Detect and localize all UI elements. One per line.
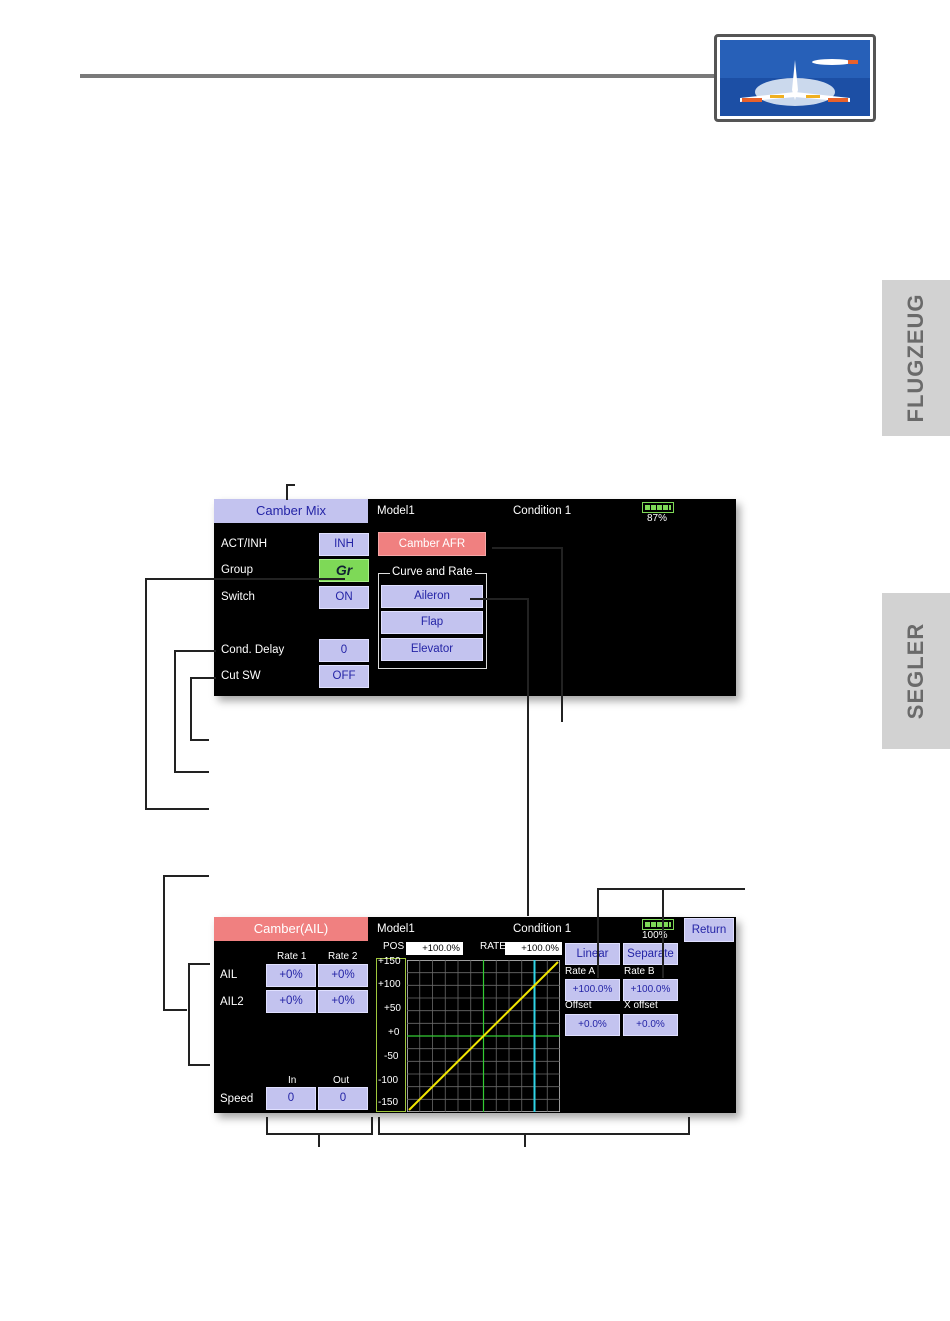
y-tick: -50	[384, 1051, 399, 1062]
cut-sw-label: Cut SW	[221, 670, 261, 682]
cond-delay-label: Cond. Delay	[221, 644, 285, 656]
pos-label: POS	[383, 941, 405, 952]
flap-button[interactable]: Flap	[381, 611, 483, 634]
rate-b-button[interactable]: +100.0%	[623, 979, 678, 1001]
linear-button[interactable]: Linear	[565, 943, 620, 965]
rate2-header: Rate 2	[328, 951, 358, 962]
separate-button[interactable]: Separate	[623, 943, 678, 965]
battery-icon-2	[642, 919, 674, 930]
rate-label: RATE	[480, 941, 506, 952]
ail2-label: AIL2	[220, 996, 244, 1008]
act-inh-label: ACT/INH	[221, 538, 267, 550]
aileron-button[interactable]: Aileron	[381, 585, 483, 608]
return-button[interactable]: Return	[684, 918, 734, 942]
switch-label: Switch	[221, 591, 255, 603]
tab-segler[interactable]: SEGLER	[882, 593, 950, 749]
rate-value: +100.0%	[505, 942, 562, 955]
offset-button[interactable]: +0.0%	[565, 1014, 620, 1036]
speed-out-header: Out	[333, 1075, 350, 1086]
battery-icon	[642, 502, 674, 513]
group-button[interactable]: Gr	[319, 559, 369, 582]
battery-percent-2: 100%	[642, 930, 668, 941]
screen-title-camber-mix: Camber Mix	[214, 499, 368, 523]
curve-graph[interactable]	[407, 960, 560, 1112]
offset-label: Offset	[565, 1000, 592, 1011]
condition-name-2: Condition 1	[513, 923, 572, 935]
tab-segler-label: SEGLER	[903, 622, 928, 720]
ail-rate2-button[interactable]: +0%	[318, 964, 368, 987]
tab-flugzeug-label: FLUGZEUG	[903, 293, 928, 423]
tab-flugzeug[interactable]: FLUGZEUG	[882, 280, 950, 436]
x-offset-button[interactable]: +0.0%	[623, 1014, 678, 1036]
cut-sw-button[interactable]: OFF	[319, 665, 369, 688]
camber-mix-screen: Camber Mix Model1 Condition 1 87% ACT/IN…	[214, 499, 736, 696]
rate-b-label: Rate B	[624, 966, 655, 977]
switch-button[interactable]: ON	[319, 586, 369, 609]
y-tick: -150	[378, 1097, 399, 1108]
screen-title-camber-ail: Camber(AIL)	[214, 917, 368, 941]
camber-ail-screen: Camber(AIL) Model1 Condition 1 100% Retu…	[214, 917, 736, 1113]
rate-a-label: Rate A	[565, 966, 596, 977]
y-tick: +0	[388, 1027, 400, 1038]
y-tick: +50	[384, 1003, 401, 1014]
model-name-2: Model1	[377, 923, 415, 935]
ail-rate1-button[interactable]: +0%	[266, 964, 316, 987]
y-axis-frame	[376, 958, 406, 1112]
mix-curve	[408, 961, 559, 1111]
camber-afr-button[interactable]: Camber AFR	[378, 532, 486, 556]
cond-delay-button[interactable]: 0	[319, 639, 369, 662]
ail2-rate2-button[interactable]: +0%	[318, 990, 368, 1013]
header-rule	[80, 74, 716, 78]
pos-value: +100.0%	[406, 942, 463, 955]
group-label: Group	[221, 564, 253, 576]
speed-out-button[interactable]: 0	[318, 1087, 368, 1110]
x-offset-label: X offset	[624, 1000, 658, 1011]
ail-label: AIL	[220, 969, 238, 981]
y-tick: -100	[378, 1075, 399, 1086]
model-name: Model1	[377, 505, 415, 517]
rate-a-button[interactable]: +100.0%	[565, 979, 620, 1001]
ail2-rate1-button[interactable]: +0%	[266, 990, 316, 1013]
speed-in-button[interactable]: 0	[266, 1087, 316, 1110]
condition-name: Condition 1	[513, 505, 572, 517]
battery-percent: 87%	[647, 513, 668, 524]
curve-and-rate-title: Curve and Rate	[390, 566, 475, 578]
act-inh-button[interactable]: INH	[319, 533, 369, 556]
speed-label: Speed	[220, 1093, 254, 1105]
elevator-button[interactable]: Elevator	[381, 638, 483, 661]
rate1-header: Rate 1	[277, 951, 307, 962]
y-tick: +100	[378, 979, 401, 990]
y-tick: +150	[378, 956, 401, 967]
glider-logo	[714, 34, 876, 122]
speed-in-header: In	[288, 1075, 297, 1086]
